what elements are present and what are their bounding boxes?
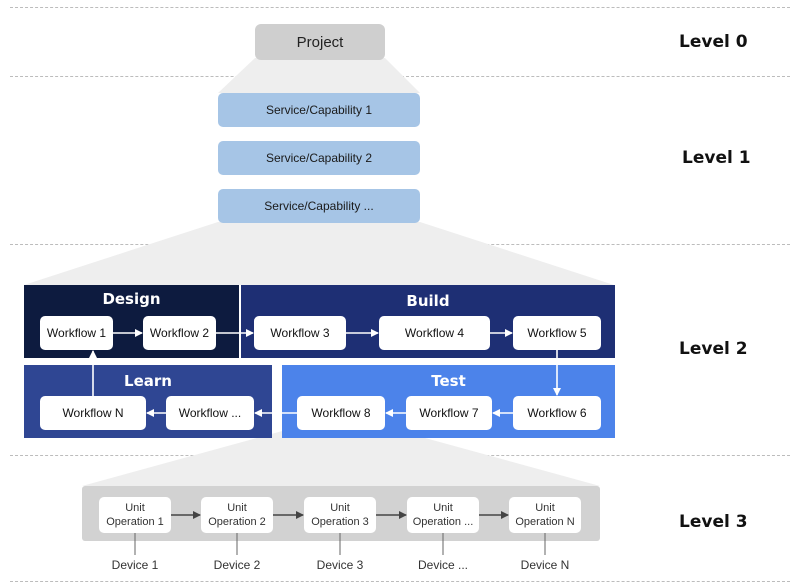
workflow-4: Workflow 4 [379,316,490,350]
unit-operation-more-line2: Operation ... [412,516,474,528]
level-divider [10,7,790,8]
build-phase-title: Build [406,292,450,310]
service-capability-2: Service/Capability 2 [218,141,420,175]
device-3: Device 3 [316,558,364,572]
device-more: Device ... [417,558,468,572]
unit-operation-1-line1: Unit [125,502,145,514]
device-1: Device 1 [111,558,159,572]
device-2: Device 2 [213,558,261,572]
workflow-6: Workflow 6 [513,396,601,430]
unit-operation-more-line1: Unit [433,502,453,514]
unit-operation-2-line1: Unit [227,502,247,514]
unit-operation-n-line2: Operation N [515,516,575,528]
workflow-2: Workflow 2 [143,316,216,350]
service-capability-1: Service/Capability 1 [218,93,420,127]
level-2-label: Level 2 [679,339,748,359]
level-0-label: Level 0 [679,32,748,52]
workflow-5: Workflow 5 [513,316,601,350]
workflow-n: Workflow N [40,396,146,430]
unit-operation-1-line2: Operation 1 [106,516,164,528]
workflow-8: Workflow 8 [297,396,385,430]
workflow-3: Workflow 3 [254,316,346,350]
unit-operation-3: Unit Operation 3 [304,497,376,533]
workflow-more: Workflow ... [166,396,254,430]
project-node: Project [255,24,385,60]
fan-project-to-services [218,58,420,93]
workflow-1: Workflow 1 [40,316,113,350]
test-phase-title: Test [431,372,466,390]
learn-phase-title: Learn [124,372,172,390]
device-n: Device N [520,558,570,572]
unit-operation-2-line2: Operation 2 [208,516,266,528]
fan-services-to-level2 [24,222,614,285]
unit-operation-n: Unit Operation N [509,497,581,533]
unit-operation-1: Unit Operation 1 [99,497,171,533]
level-divider [10,581,790,582]
level-1-label: Level 1 [682,148,751,168]
fan-workflow-to-units [82,427,600,486]
workflow-7: Workflow 7 [406,396,492,430]
service-capability-more: Service/Capability ... [218,189,420,223]
design-phase-title: Design [102,290,161,308]
unit-operation-n-line1: Unit [535,502,555,514]
unit-operation-3-line1: Unit [330,502,350,514]
unit-operation-2: Unit Operation 2 [201,497,273,533]
unit-operation-3-line2: Operation 3 [311,516,369,528]
unit-operation-more: Unit Operation ... [407,497,479,533]
level-3-label: Level 3 [679,512,748,532]
